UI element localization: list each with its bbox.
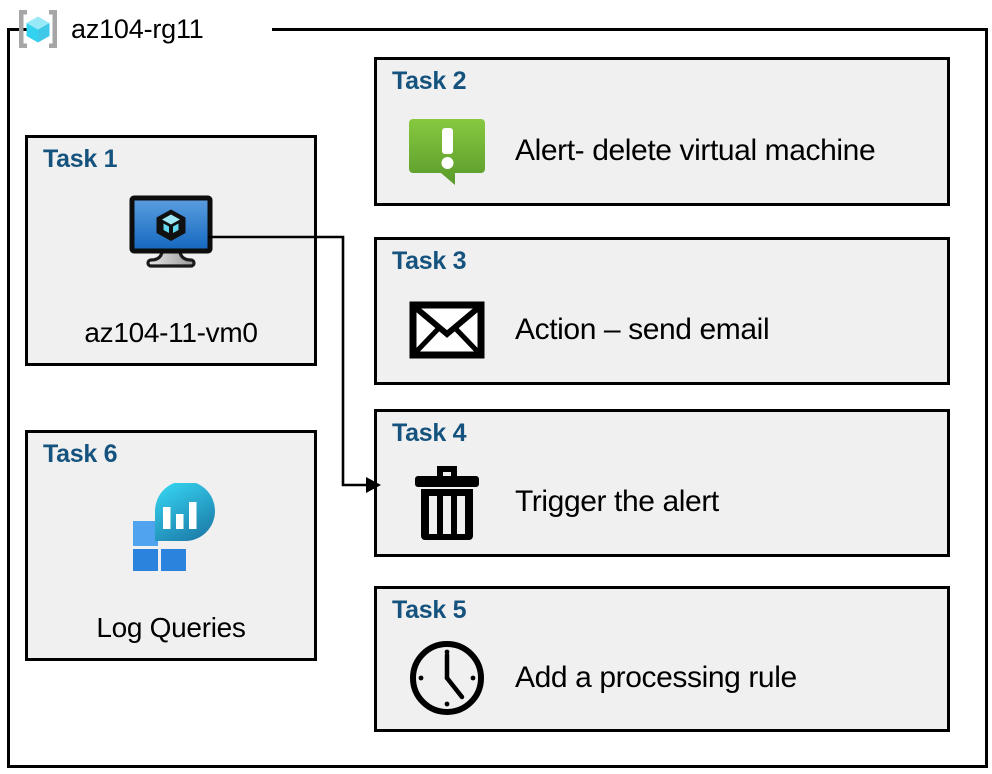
- task-caption: Alert- delete virtual machine: [515, 133, 876, 167]
- task-caption: Log Queries: [96, 612, 246, 643]
- task-title: Task 5: [392, 596, 467, 624]
- task-caption: Add a processing rule: [515, 661, 797, 694]
- task-title: Task 6: [43, 440, 118, 468]
- log-analytics-icon: [28, 481, 314, 573]
- task-title: Task 1: [43, 145, 118, 173]
- resource-group-frame-top-right: [272, 28, 988, 31]
- task-title: Task 2: [392, 67, 467, 95]
- task-card-2[interactable]: Task 2 Alert- delete virtual machine: [374, 57, 950, 206]
- alert-exclamation-icon: [405, 109, 489, 193]
- resource-group-label: az104-rg11: [14, 3, 204, 55]
- clock-icon: [405, 636, 489, 720]
- task-title: Task 3: [392, 247, 467, 275]
- resource-group-frame-top-left: [7, 28, 29, 31]
- envelope-icon: [405, 288, 489, 372]
- resource-group-frame: [7, 28, 988, 768]
- trash-can-icon: [405, 460, 489, 544]
- task-card-3[interactable]: Task 3 Action – send email: [374, 237, 950, 385]
- task-card-5[interactable]: Task 5 Add a processing rule: [374, 586, 950, 732]
- task-caption: Action – send email: [515, 313, 770, 346]
- resource-group-icon: [14, 5, 62, 53]
- task-title: Task 4: [392, 419, 467, 447]
- task-caption: az104-11-vm0: [84, 317, 258, 348]
- task-caption: Trigger the alert: [515, 485, 719, 518]
- virtual-machine-icon: [28, 186, 314, 278]
- resource-group-name: az104-rg11: [71, 13, 204, 44]
- task-card-4[interactable]: Task 4 Trigger the alert: [374, 409, 950, 557]
- task-card-6[interactable]: Task 6 Log Queri: [25, 430, 317, 661]
- task-card-1[interactable]: Task 1: [25, 135, 317, 366]
